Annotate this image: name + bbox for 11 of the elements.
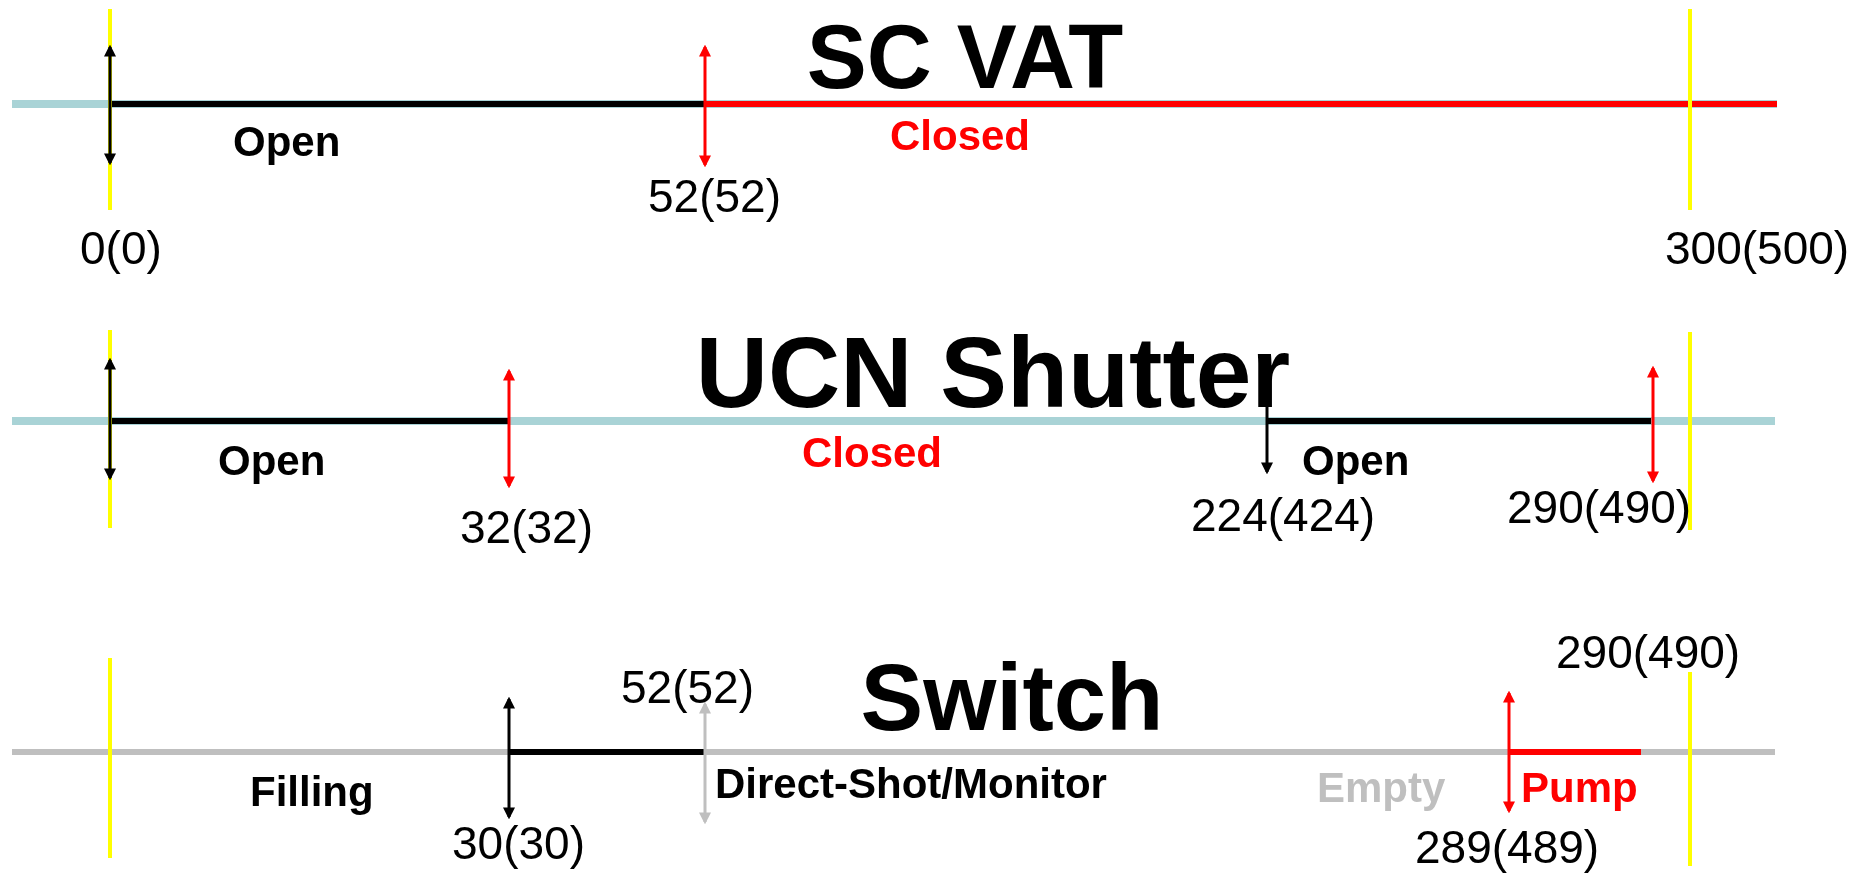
state-label: Open [218,440,326,482]
state-label: Direct-Shot/Monitor [715,763,1107,805]
row-title: Switch [860,651,1164,745]
row-title: SC VAT [806,12,1124,102]
state-label: Filling [250,771,374,813]
state-label: Closed [890,115,1031,157]
state-label: Closed [802,432,943,474]
state-label: Open [233,121,341,163]
state-label: Pump [1521,767,1638,809]
state-label: Empty [1317,767,1446,809]
state-label: Open [1302,440,1410,482]
